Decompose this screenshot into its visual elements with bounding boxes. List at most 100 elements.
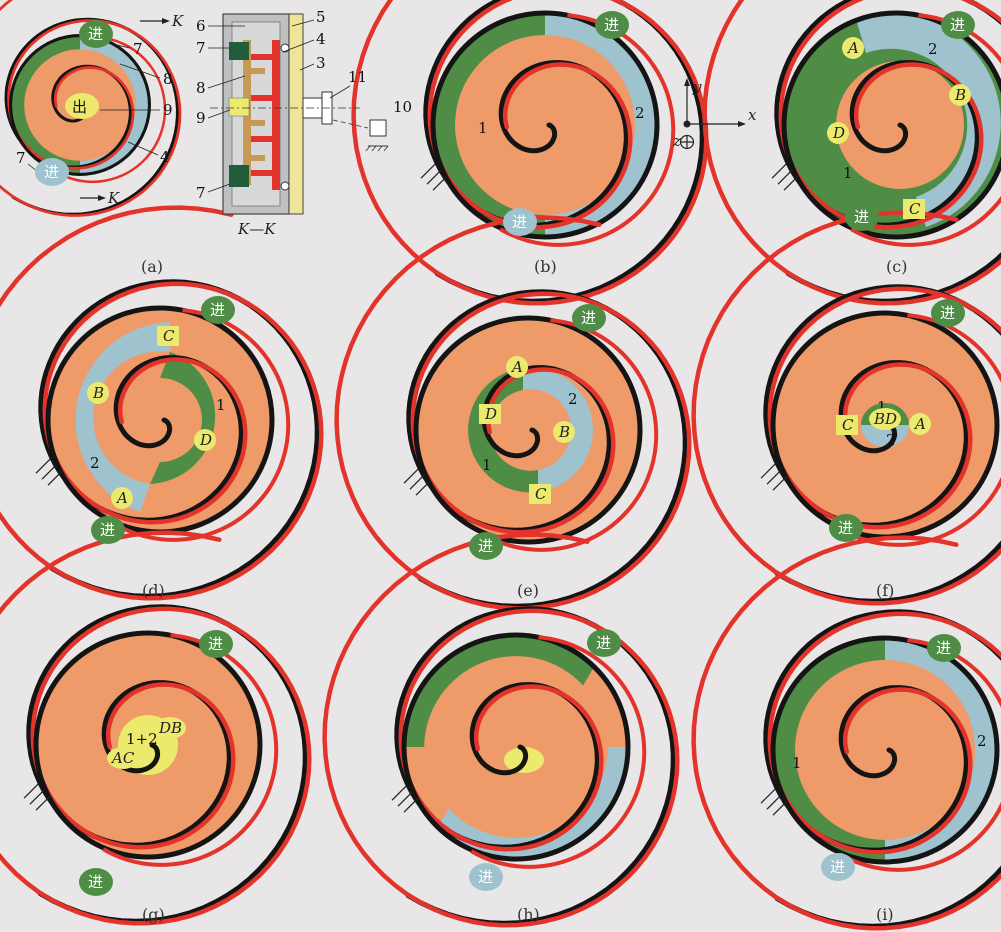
point-label: AC xyxy=(110,749,135,767)
panel-h-scroll xyxy=(322,532,680,928)
inlet-label: 进 xyxy=(208,635,223,653)
point-label: B xyxy=(92,384,104,402)
panel-b-labels: 1 2 xyxy=(478,104,645,137)
inlet-block xyxy=(229,165,249,187)
section-view: 6 5 4 3 7 8 9 7 11 10 K—K xyxy=(196,8,412,238)
contact-point-B: B xyxy=(87,382,109,404)
panel-i-labels: 1 2 xyxy=(792,732,987,772)
ground-hatch xyxy=(772,800,788,816)
ground-hatch xyxy=(23,783,39,799)
panel-c-labels: 1 2 xyxy=(843,40,938,182)
pivot xyxy=(280,43,290,53)
inlet-label: 进 xyxy=(210,301,225,319)
axes-icon: y x z xyxy=(672,78,757,150)
point-label: DB xyxy=(158,719,182,737)
inlet-bubble xyxy=(829,514,863,542)
inlet-label: 进 xyxy=(88,873,103,891)
contact-point-D: D xyxy=(479,404,501,424)
view-marker-bottom: K xyxy=(107,189,120,207)
ground-hatch xyxy=(391,785,407,801)
chamber-green xyxy=(773,638,885,862)
outer-red-edge xyxy=(839,313,1001,547)
part-number: 11 xyxy=(348,68,367,86)
inlet-port: 进 xyxy=(469,863,503,891)
point-dot xyxy=(869,408,901,430)
inlet-label: 进 xyxy=(44,163,59,181)
inlet-bubble xyxy=(35,158,69,186)
chamber-green xyxy=(10,35,80,175)
outer-red-edge xyxy=(850,13,1001,247)
contact-point-B: B xyxy=(949,84,971,106)
chamber-green xyxy=(150,352,216,484)
point-dot xyxy=(553,421,575,443)
inlet-label: 进 xyxy=(604,16,619,34)
orbiting-scroll-wrap xyxy=(0,530,312,926)
point-box xyxy=(903,199,925,219)
outer-red-edge xyxy=(499,13,676,247)
inlet-port: 进 xyxy=(821,853,855,881)
leader-line xyxy=(299,63,315,71)
inlet-bubble xyxy=(91,516,125,544)
inlet-label: 进 xyxy=(854,208,869,226)
inlet-bubble xyxy=(79,20,113,48)
fixed-scroll-wrap xyxy=(423,0,705,304)
caption-b: (b) xyxy=(534,257,557,276)
inlet-port: 进 xyxy=(201,296,235,324)
point-box xyxy=(836,415,858,435)
fixed-scroll-wrap xyxy=(774,0,1001,304)
view-marker-top: K xyxy=(171,12,184,30)
outer-red-edge xyxy=(102,633,279,867)
inlet-bubble xyxy=(587,629,621,657)
caption-a: (a) xyxy=(141,257,163,276)
motor xyxy=(369,119,387,137)
point-label: C xyxy=(842,416,854,434)
inlet-port: 进 xyxy=(469,532,503,560)
contact-point-DB: DB xyxy=(154,717,186,739)
inlet-bubble xyxy=(927,634,961,662)
chamber-blue xyxy=(437,747,629,860)
leader-line xyxy=(207,75,246,89)
ground-hatch xyxy=(365,145,371,152)
fixed-scroll-wrap xyxy=(394,606,676,926)
point-label: D xyxy=(484,405,497,423)
ground-hatch xyxy=(772,475,788,491)
outlet-port xyxy=(65,93,99,119)
outer-red-edge xyxy=(482,318,659,552)
leader-line xyxy=(282,39,315,53)
inlet-port: 进 xyxy=(595,11,629,39)
chamber-blue xyxy=(545,13,657,237)
point-box xyxy=(529,484,551,504)
ground-hatch xyxy=(409,474,425,490)
outer-red-edge xyxy=(114,308,291,542)
part-number: 7 xyxy=(133,40,143,58)
ground-hatch xyxy=(35,458,51,474)
orbiting-scroll-wrap xyxy=(351,0,709,306)
chamber-1: 1 xyxy=(843,164,853,182)
orbiting-scroll-wrap xyxy=(691,535,1001,931)
contact-point-D: D xyxy=(194,429,216,451)
inlet-port: 进 xyxy=(91,516,125,544)
inlet-bubble xyxy=(595,11,629,39)
chamber-green xyxy=(433,13,545,237)
ground-hatch xyxy=(766,794,782,810)
chamber-1: 1 xyxy=(216,396,226,414)
ground-hatch xyxy=(760,463,776,479)
section-label: K—K xyxy=(237,220,276,238)
chamber-1: 1 xyxy=(877,398,887,416)
outer-red-edge xyxy=(470,635,647,869)
panel-d-labels: 1 2 xyxy=(90,396,226,472)
inlet-label: 进 xyxy=(88,25,103,43)
fixed-wrap xyxy=(243,68,265,74)
leader-line xyxy=(207,183,231,193)
arrow-head xyxy=(162,18,170,24)
orbiting-scroll-wrap xyxy=(0,205,324,601)
part-number: 7 xyxy=(16,149,26,167)
ground-hatch xyxy=(403,468,419,484)
scroll-outline xyxy=(33,630,263,860)
point-label: C xyxy=(535,485,547,503)
point-dot xyxy=(506,356,528,378)
inlet-bubble xyxy=(503,208,537,236)
inlet-port: 进 xyxy=(199,630,233,658)
inlet-label: 进 xyxy=(940,304,955,322)
